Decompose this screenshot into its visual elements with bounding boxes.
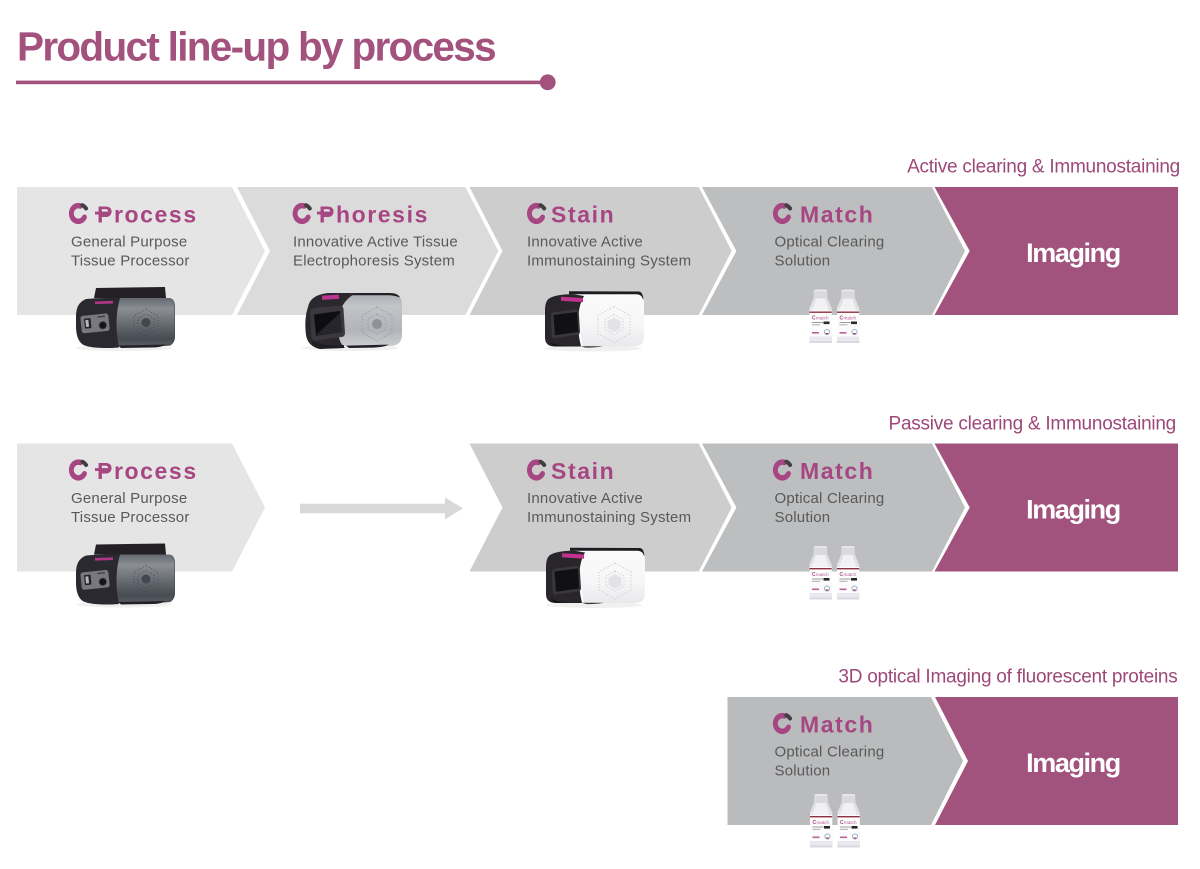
- svg-text:Electrophoresis System: Electrophoresis System: [293, 252, 455, 269]
- svg-text:General Purpose: General Purpose: [71, 490, 187, 507]
- svg-text:Match: Match: [800, 458, 874, 484]
- svg-text:General Purpose: General Purpose: [71, 233, 187, 250]
- svg-text:Process: Process: [97, 201, 198, 227]
- svg-text:Imaging: Imaging: [1026, 238, 1120, 268]
- svg-text:Optical Clearing: Optical Clearing: [775, 233, 885, 250]
- svg-text:Match: Match: [800, 711, 874, 737]
- svg-text:Match: Match: [800, 201, 874, 227]
- svg-text:Tissue Processor: Tissue Processor: [71, 509, 190, 526]
- svg-text:Solution: Solution: [775, 509, 831, 526]
- svg-text:Stain: Stain: [551, 201, 615, 227]
- svg-text:Solution: Solution: [775, 252, 831, 269]
- svg-text:Solution: Solution: [775, 762, 831, 779]
- svg-text:Immunostaining System: Immunostaining System: [527, 509, 691, 526]
- svg-text:Process: Process: [97, 458, 198, 484]
- svg-text:Immunostaining System: Immunostaining System: [527, 252, 691, 269]
- svg-text:Product line-up by process: Product line-up by process: [17, 24, 495, 70]
- svg-text:Tissue Processor: Tissue Processor: [71, 252, 190, 269]
- svg-text:Imaging: Imaging: [1026, 748, 1120, 778]
- svg-text:3D optical Imaging of fluoresc: 3D optical Imaging of fluorescent protei…: [838, 667, 1177, 688]
- svg-text:Stain: Stain: [551, 458, 615, 484]
- svg-text:Optical Clearing: Optical Clearing: [775, 743, 885, 760]
- svg-text:Innovative Active: Innovative Active: [527, 233, 643, 250]
- svg-text:Imaging: Imaging: [1026, 494, 1120, 524]
- svg-text:Optical Clearing: Optical Clearing: [775, 490, 885, 507]
- svg-text:Active clearing & Immunostaini: Active clearing & Immunostaining: [907, 157, 1180, 178]
- svg-text:Passive clearing & Immunostain: Passive clearing & Immunostaining: [889, 413, 1176, 434]
- svg-text:Phoresis: Phoresis: [319, 201, 429, 227]
- svg-text:Innovative Active Tissue: Innovative Active Tissue: [293, 233, 458, 250]
- svg-text:Innovative Active: Innovative Active: [527, 490, 643, 507]
